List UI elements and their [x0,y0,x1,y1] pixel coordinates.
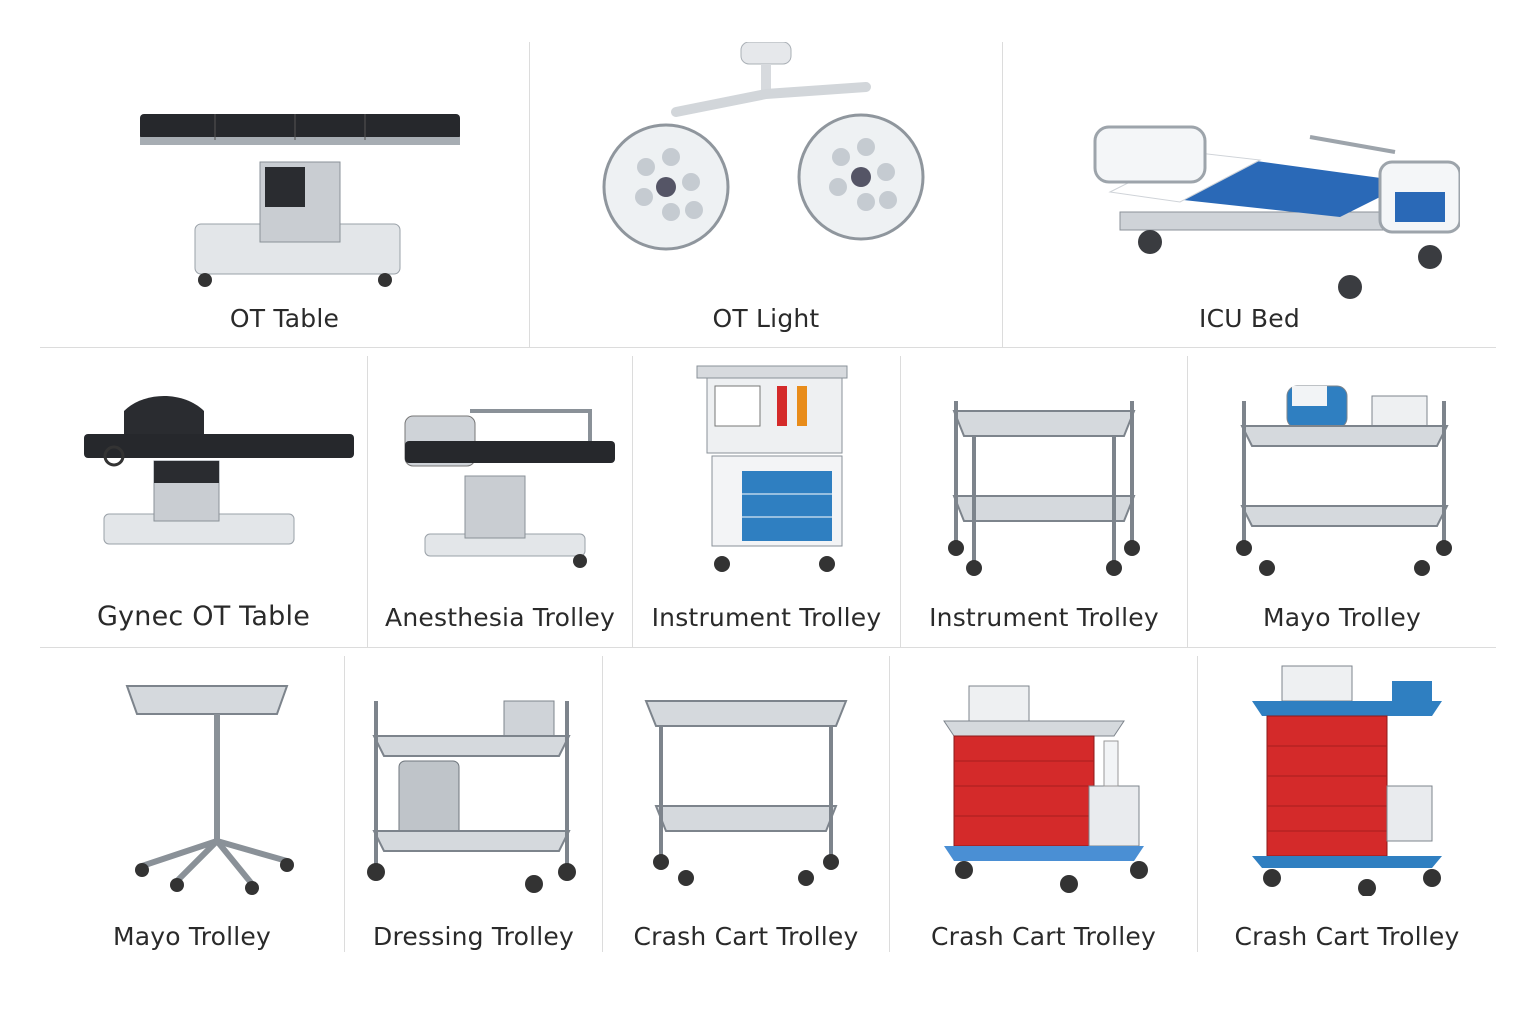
anesthesia-workstation-icon [633,356,900,586]
trolley-with-equipment-icon [1188,356,1496,586]
product-card[interactable]: Gynec OT Table [40,356,368,647]
product-card[interactable]: Dressing Trolley [345,656,603,952]
ot-light-icon [530,42,1002,302]
product-row-1: OT Table OT Light [40,42,1496,347]
product-card[interactable]: Crash Cart Trolley [603,656,890,952]
steel-trolley-icon [603,656,889,896]
product-card[interactable]: OT Table [40,42,530,347]
crash-cart-icon [890,656,1197,896]
product-card[interactable]: Crash Cart Trolley [890,656,1198,952]
product-label: Crash Cart Trolley [1234,922,1460,951]
product-card[interactable]: Mayo Trolley [1188,356,1496,647]
mayo-stand-icon [40,656,344,896]
product-card[interactable]: Instrument Trolley [633,356,901,647]
dressing-trolley-icon [345,656,602,896]
product-card[interactable]: OT Light [530,42,1003,347]
row-divider [40,347,1496,348]
product-label: Gynec OT Table [97,601,310,632]
icu-bed-icon [1003,42,1496,302]
product-label: ICU Bed [1199,304,1300,333]
product-row-3: Mayo Trolley Dressing Trolley [40,656,1496,952]
product-label: Crash Cart Trolley [633,922,859,951]
product-label: Mayo Trolley [1262,603,1421,632]
product-label: OT Light [712,304,820,333]
row-divider [40,647,1496,648]
product-row-2: Gynec OT Table Anesthesia Trolley [40,356,1496,647]
instrument-trolley-icon [901,356,1187,586]
gynec-ot-table-icon [40,356,367,556]
product-label: Dressing Trolley [373,922,574,951]
product-label: Crash Cart Trolley [931,922,1156,951]
product-label: Instrument Trolley [929,603,1159,632]
crash-cart-blue-icon [1198,656,1496,896]
product-card[interactable]: Anesthesia Trolley [368,356,633,647]
product-card[interactable]: Crash Cart Trolley [1198,656,1496,952]
ot-table-icon [40,42,529,302]
product-label: Anesthesia Trolley [385,603,615,632]
product-card[interactable]: Instrument Trolley [901,356,1188,647]
product-label: OT Table [229,304,340,333]
product-label: Instrument Trolley [651,603,882,632]
product-card[interactable]: ICU Bed [1003,42,1496,347]
anesthesia-trolley-icon [368,356,632,576]
product-card[interactable]: Mayo Trolley [40,656,345,952]
product-label: Mayo Trolley [112,922,271,951]
